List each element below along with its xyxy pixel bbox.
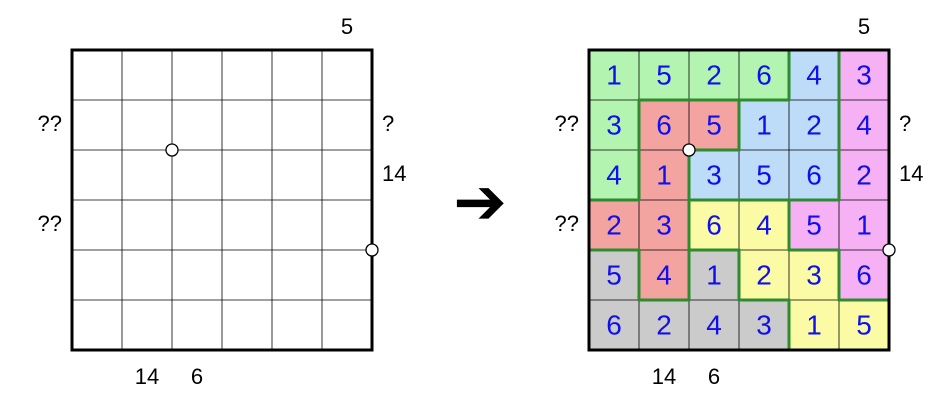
cell-digit: 1 <box>656 159 672 190</box>
cell-fill <box>589 50 639 100</box>
cell-digit: 3 <box>706 159 722 190</box>
cell-fill <box>689 50 739 100</box>
top-clue: 5 <box>858 14 870 39</box>
right-clue: 14 <box>382 161 406 186</box>
cell-fill <box>639 50 689 100</box>
cell-fill <box>689 200 739 250</box>
cell-fill <box>839 100 889 150</box>
cell-digit: 3 <box>856 59 872 90</box>
cell-fill <box>839 50 889 100</box>
cell-fill <box>739 250 789 300</box>
cell-fill <box>639 200 689 250</box>
cell-digit: 5 <box>606 259 622 290</box>
cell-fill <box>789 50 839 100</box>
circle-marker <box>682 143 696 157</box>
cell-digit: 1 <box>756 109 772 140</box>
circle-marker <box>882 243 896 257</box>
cell-fill <box>789 200 839 250</box>
cell-digit: 1 <box>856 209 872 240</box>
grid-frame <box>70 48 374 352</box>
cell-digit: 3 <box>756 309 772 340</box>
cell-digit: 2 <box>856 159 872 190</box>
cell-fill <box>739 100 789 150</box>
cell-digit: 4 <box>656 259 672 290</box>
right-clue: ? <box>382 111 394 136</box>
bottom-clue: 14 <box>135 364 159 389</box>
top-clue: 5 <box>341 14 353 39</box>
cell-digit: 2 <box>806 109 822 140</box>
cell-fill <box>789 150 839 200</box>
cell-fill <box>589 200 639 250</box>
cell-digit: 5 <box>706 109 722 140</box>
cell-fill <box>589 250 639 300</box>
cell-digit: 6 <box>806 159 822 190</box>
cell-digit: 5 <box>806 209 822 240</box>
cell-digit: 5 <box>756 159 772 190</box>
cell-fill <box>589 100 639 150</box>
cell-fill <box>789 100 839 150</box>
cell-digit: 4 <box>806 59 822 90</box>
grid-frame <box>587 48 891 352</box>
cell-fill <box>589 300 639 350</box>
right-clue: 14 <box>899 161 923 186</box>
cell-digit: 1 <box>806 309 822 340</box>
cell-digit: 2 <box>756 259 772 290</box>
left-clue: ?? <box>555 111 579 136</box>
cell-fill <box>739 300 789 350</box>
cell-digit: 6 <box>656 109 672 140</box>
left-clue: ?? <box>555 211 579 236</box>
cell-digit: 4 <box>606 159 622 190</box>
puzzle-grid: 5 14 6????? 14 <box>38 14 407 389</box>
cell-digit: 5 <box>856 309 872 340</box>
cell-digit: 1 <box>606 59 622 90</box>
cell-fill <box>589 150 639 200</box>
bottom-clue: 6 <box>708 364 720 389</box>
bottom-clue: 14 <box>652 364 676 389</box>
cell-digit: 3 <box>806 259 822 290</box>
cell-fill <box>739 50 789 100</box>
cell-fill <box>839 200 889 250</box>
cell-fill <box>689 100 739 150</box>
cell-digit: 4 <box>756 209 772 240</box>
cell-digit: 6 <box>706 209 722 240</box>
right-clue: ? <box>899 111 911 136</box>
solution-grid: 1 5 2 6 4 3 3 6 5 1 2 4 4 1 3 5 6 2 2 3 6 4 5 1 5 4 1 2 3 6 6 2 4 3 1 5 5 14 6… <box>555 14 924 389</box>
left-clue: ?? <box>38 211 62 236</box>
cell-fill <box>839 300 889 350</box>
right-arrow-icon: ➔ <box>453 166 507 240</box>
left-clue: ?? <box>38 111 62 136</box>
cell-digit: 6 <box>856 259 872 290</box>
cell-fill <box>739 200 789 250</box>
cell-digit: 5 <box>656 59 672 90</box>
cell-digit: 4 <box>706 309 722 340</box>
cell-digit: 3 <box>606 109 622 140</box>
cell-digit: 3 <box>656 209 672 240</box>
cell-fill <box>789 300 839 350</box>
cell-fill <box>739 150 789 200</box>
cell-fill <box>639 250 689 300</box>
cell-fill <box>839 150 889 200</box>
cell-fill <box>639 300 689 350</box>
cell-fill <box>839 250 889 300</box>
cell-fill <box>639 150 689 200</box>
cell-fill <box>689 250 739 300</box>
circle-marker <box>365 243 379 257</box>
cell-digit: 4 <box>856 109 872 140</box>
cell-fill <box>689 150 739 200</box>
cell-digit: 2 <box>656 309 672 340</box>
circle-marker <box>165 143 179 157</box>
bottom-clue: 6 <box>191 364 203 389</box>
cell-digit: 6 <box>756 59 772 90</box>
cell-digit: 2 <box>606 209 622 240</box>
cell-fill <box>789 250 839 300</box>
cell-digit: 1 <box>706 259 722 290</box>
cell-digit: 2 <box>706 59 722 90</box>
cell-fill <box>639 100 689 150</box>
cell-fill <box>689 300 739 350</box>
cell-digit: 6 <box>606 309 622 340</box>
